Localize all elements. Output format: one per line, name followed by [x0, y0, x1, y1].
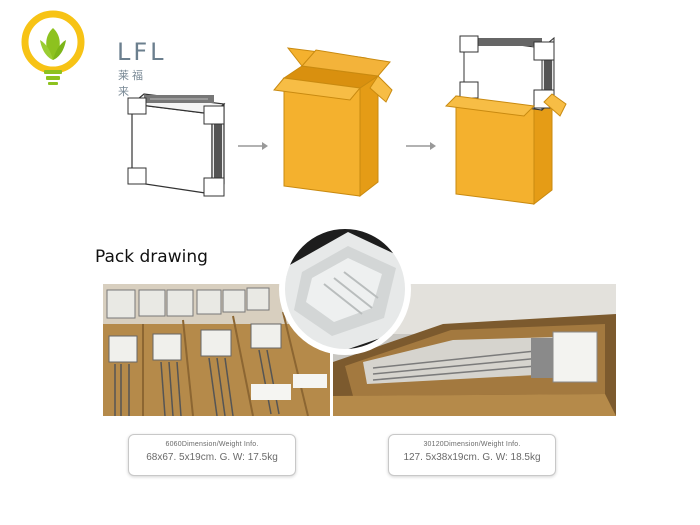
info-card-value: 127. 5x38x19cm. G. W: 18.5kg — [403, 452, 541, 463]
info-card-label: 30120Dimension/Weight Info. — [423, 441, 521, 448]
brand-logo: LFL 莱福来 — [20, 10, 164, 98]
section-title: Pack drawing — [95, 247, 208, 267]
info-card-label: 6060Dimension/Weight Info. — [165, 441, 259, 448]
brand-name: LFL — [117, 38, 167, 66]
brand-tagline: 莱福来 — [118, 69, 146, 98]
info-card-30120: 30120Dimension/Weight Info. 127. 5x38x19… — [388, 434, 556, 476]
arrow-right-icon — [406, 142, 436, 150]
open-carton — [273, 47, 393, 198]
packing-steps-diagram — [127, 35, 567, 206]
panel-with-corner-protectors — [127, 93, 226, 197]
info-card-value: 68x67. 5x19cm. G. W: 17.5kg — [146, 452, 278, 463]
bulb-leaf-icon — [21, 10, 85, 85]
arrow-right-icon — [238, 142, 268, 150]
carton-with-panel — [444, 35, 567, 206]
info-card-6060: 6060Dimension/Weight Info. 68x67. 5x19cm… — [128, 434, 296, 476]
foam-corner-closeup — [279, 223, 411, 355]
